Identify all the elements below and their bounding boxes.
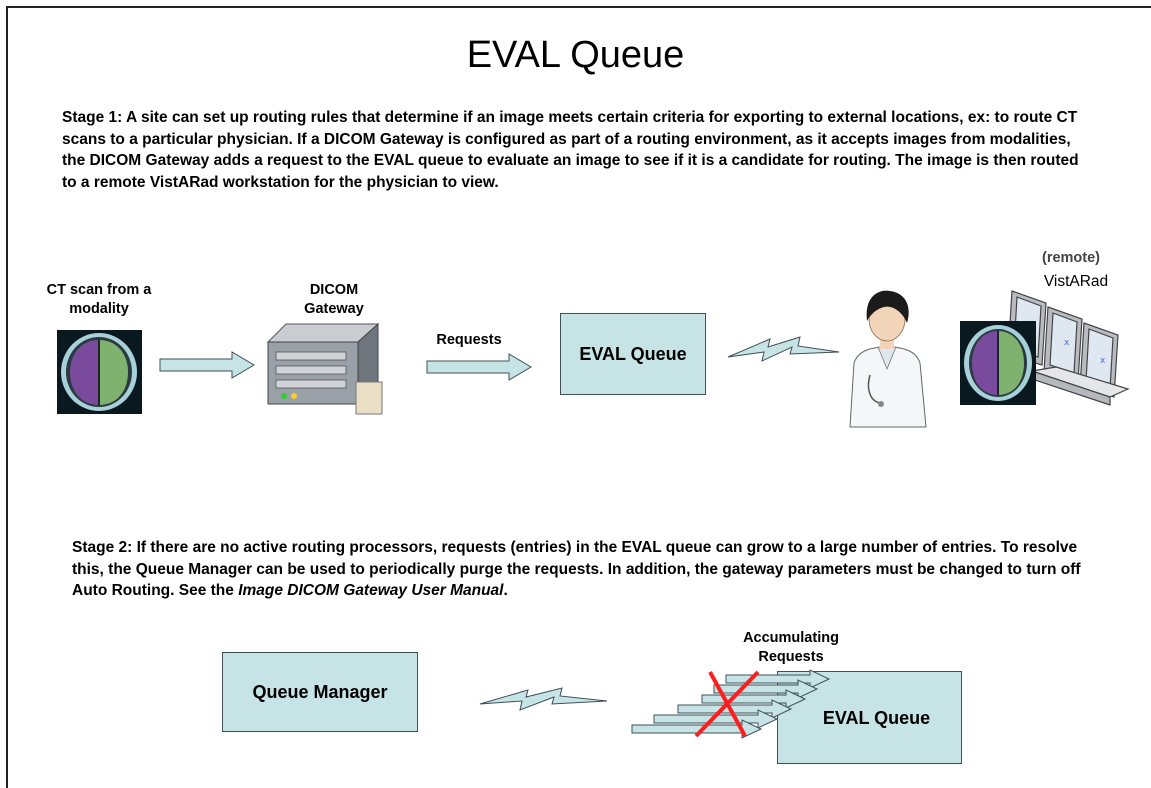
arrow-ct-to-gateway <box>159 351 255 379</box>
ct-scan-image <box>57 330 142 414</box>
remote-label: (remote) <box>1041 250 1100 266</box>
svg-text:x: x <box>1064 338 1070 348</box>
stage1-paragraph: Stage 1: A site can set up routing rules… <box>62 109 1079 191</box>
lightning-arrow-manager-to-queue <box>479 687 608 711</box>
page-frame <box>6 6 1151 788</box>
dicom-gateway-icon <box>266 322 383 415</box>
dicom-gateway-label: DICOM Gateway <box>304 282 364 317</box>
vistarad-label: VistARad <box>1043 273 1109 290</box>
eval-queue-box-stage2-label: EVAL Queue <box>822 707 931 728</box>
stage2-text-before: Stage 2: If there are no active routing … <box>72 539 1081 599</box>
requests-label: Requests <box>436 332 502 348</box>
accumulating-requests-arrows <box>631 669 831 739</box>
arrow-gateway-to-queue <box>426 353 532 381</box>
stage2-text-after: . <box>503 582 508 599</box>
accumulating-requests-label: Accumulating Requests <box>743 630 839 665</box>
stage2-paragraph: Stage 2: If there are no active routing … <box>72 537 1102 602</box>
physician-icon <box>849 290 927 428</box>
svg-text:x: x <box>1100 356 1106 366</box>
lightning-arrow-queue-to-physician <box>727 336 840 362</box>
vistarad-workstation-icon: x x x <box>960 290 1130 406</box>
eval-queue-box: EVAL Queue <box>560 313 706 395</box>
ct-scan-label: CT scan from a modality <box>46 282 152 317</box>
stage2-manual-title: Image DICOM Gateway User Manual <box>238 582 504 599</box>
eval-queue-box-stage2: EVAL Queue <box>777 671 962 764</box>
page-title: EVAL Queue <box>466 34 685 76</box>
queue-manager-box: Queue Manager <box>222 652 418 732</box>
